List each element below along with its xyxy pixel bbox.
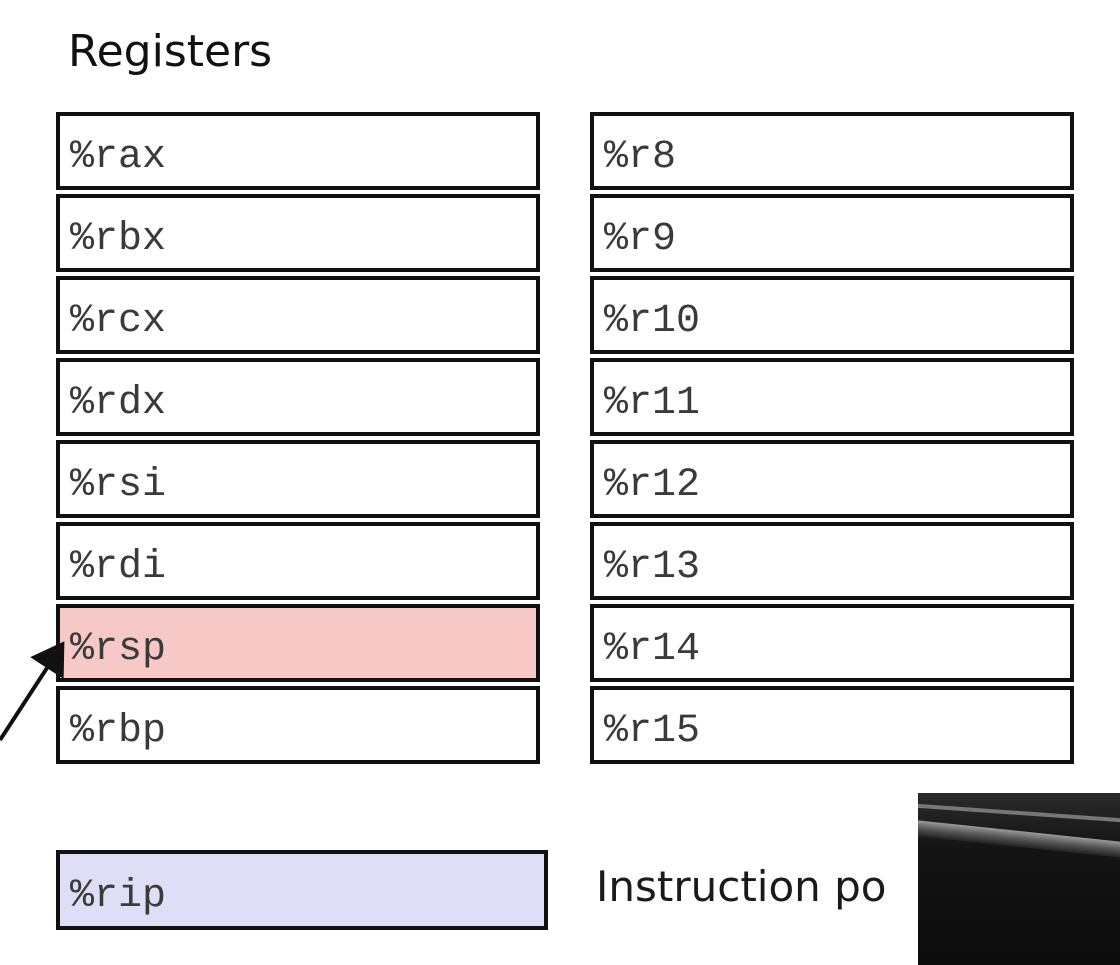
register-label: %rbp (70, 708, 167, 754)
register-r9: %r9 (590, 194, 1074, 272)
register-label: %rdi (70, 544, 167, 590)
register-label: %rip (70, 873, 167, 919)
register-r13: %r13 (590, 522, 1074, 600)
right-register-column: %r8 %r9 %r10 %r11 %r12 %r13 %r14 %r15 (590, 112, 1074, 768)
diagram-title: Registers (68, 26, 273, 77)
register-rsp: %rsp (56, 604, 540, 682)
register-label: %rdx (70, 380, 167, 426)
left-register-column: %rax %rbx %rcx %rdx %rsi %rdi %rsp %rbp (56, 112, 540, 768)
register-label: %r10 (604, 298, 701, 344)
stack-pointer-arrow (0, 641, 65, 742)
register-label: %r9 (604, 216, 677, 262)
instruction-pointer-label: Instruction po (596, 862, 887, 911)
register-r14: %r14 (590, 604, 1074, 682)
instruction-pointer-register: %rip (56, 850, 548, 930)
register-r10: %r10 (590, 276, 1074, 354)
register-label: %rsp (70, 626, 167, 672)
register-r12: %r12 (590, 440, 1074, 518)
register-label: %r8 (604, 134, 677, 180)
register-r8: %r8 (590, 112, 1074, 190)
register-label: %rax (70, 134, 167, 180)
register-label: %r11 (604, 380, 701, 426)
register-rsi: %rsi (56, 440, 540, 518)
register-label: %r12 (604, 462, 701, 508)
register-rdx: %rdx (56, 358, 540, 436)
register-r15: %r15 (590, 686, 1074, 764)
register-label: %r13 (604, 544, 701, 590)
register-label: %rbx (70, 216, 167, 262)
register-label: %rsi (70, 462, 167, 508)
register-rip: %rip (56, 850, 548, 930)
register-label: %r15 (604, 708, 701, 754)
register-label: %r14 (604, 626, 701, 672)
register-rcx: %rcx (56, 276, 540, 354)
register-rbx: %rbx (56, 194, 540, 272)
register-rax: %rax (56, 112, 540, 190)
register-label: %rcx (70, 298, 167, 344)
register-r11: %r11 (590, 358, 1074, 436)
video-overlay-image (918, 793, 1120, 965)
register-rbp: %rbp (56, 686, 540, 764)
register-rdi: %rdi (56, 522, 540, 600)
